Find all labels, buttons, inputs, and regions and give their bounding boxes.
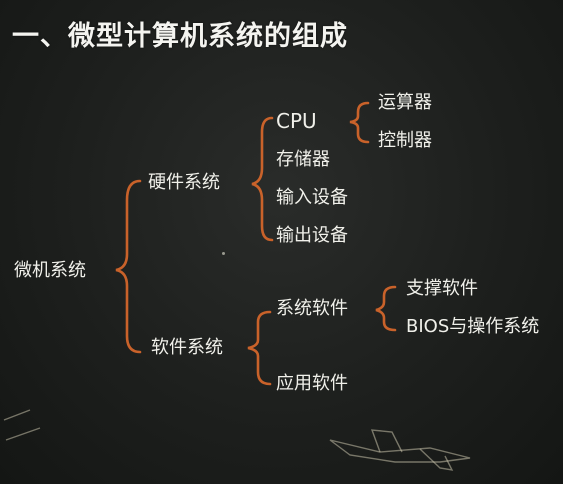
system-part-bios-os: BIOS与操作系统: [406, 316, 540, 337]
system-software-label: 系统软件: [276, 298, 348, 319]
brace-cpu: [349, 101, 370, 144]
slide-title: 一、微型计算机系统的组成: [12, 21, 348, 52]
chalk-dot: [222, 252, 225, 255]
hardware-label: 硬件系统: [148, 172, 220, 193]
hardware-item-memory: 存储器: [276, 149, 330, 170]
application-software-label: 应用软件: [276, 373, 348, 394]
chalk-scribble: [3, 409, 41, 441]
brace-software: [247, 310, 272, 386]
cpu-part-controller: 控制器: [378, 130, 432, 151]
cpu-part-alu: 运算器: [378, 92, 432, 113]
hardware-item-output: 输出设备: [276, 225, 348, 246]
chalk-airplane-doodle: [329, 429, 471, 471]
brace-root: [115, 179, 142, 354]
brace-hardware: [251, 116, 274, 242]
software-label: 软件系统: [151, 337, 223, 358]
root-label: 微机系统: [14, 260, 86, 281]
hardware-item-input: 输入设备: [276, 187, 348, 208]
hardware-item-cpu: CPU: [276, 109, 317, 133]
brace-system-software: [375, 285, 397, 332]
system-part-support: 支撑软件: [406, 278, 478, 299]
